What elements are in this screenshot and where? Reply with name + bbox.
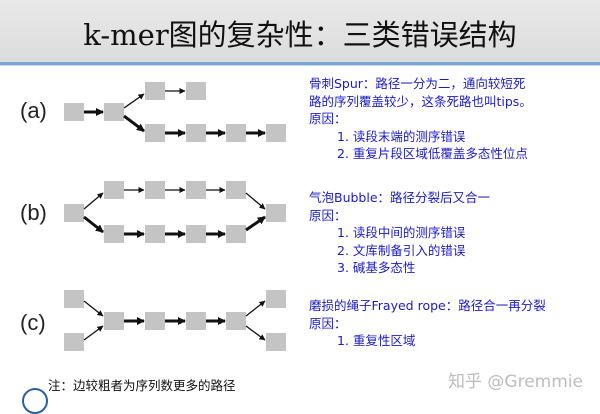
bubble-reason-1: 1. 读段中间的测序错误: [337, 225, 466, 240]
edge: [123, 93, 145, 109]
node: [266, 333, 286, 351]
bubble-reason-3: 3. 碱基多态性: [337, 260, 416, 275]
title-divider-light: [0, 65, 600, 66]
bubble-title: 气泡Bubble：路径分裂后又合一: [309, 190, 491, 205]
spur-graph: [64, 82, 286, 142]
spur-reason-label: 原因：: [309, 111, 347, 126]
node: [104, 225, 124, 243]
node: [186, 124, 206, 142]
footnote: 注：边较粗者为序列数更多的路径: [48, 378, 236, 393]
node: [145, 225, 165, 243]
watermark: 知乎 @Gremmie: [448, 372, 583, 392]
spur-title: 骨刺Spur：路径一分为二，通向较短死: [309, 76, 526, 91]
frayed-rope-reason-1: 1. 重复性区域: [337, 333, 416, 348]
node: [64, 290, 84, 308]
node: [266, 124, 286, 142]
node: [226, 225, 246, 243]
edge: [83, 215, 104, 234]
bubble-description: 气泡Bubble：路径分裂后又合一 原因： 1. 读段中间的测序错误 2. 文库…: [309, 189, 490, 277]
title-divider: [0, 62, 600, 65]
node: [145, 124, 165, 142]
node: [186, 312, 206, 330]
edge: [245, 192, 266, 210]
frayed-rope-graph: [64, 290, 286, 351]
spur-reason-1: 1. 读段末端的测序错误: [337, 128, 466, 144]
edge: [245, 300, 266, 317]
frayed-rope-reason-label: 原因：: [309, 315, 347, 331]
node: [266, 290, 286, 308]
node: [186, 82, 206, 100]
edge: [83, 192, 104, 210]
node: [186, 181, 206, 199]
kmer-graph-diagram: [64, 82, 286, 351]
edge: [245, 325, 266, 341]
node: [226, 181, 246, 199]
frayed-rope-title: 磨损的绳子Frayed rope：路径合一再分裂: [309, 298, 546, 313]
node: [104, 181, 124, 199]
edge: [83, 325, 104, 341]
panel-label-c: (c): [20, 310, 46, 335]
node: [226, 312, 246, 330]
edge: [123, 114, 145, 133]
bubble-graph: [64, 181, 286, 243]
node: [186, 225, 206, 243]
bubble-reason-label: 原因：: [309, 207, 347, 223]
node: [64, 204, 84, 222]
frayed-rope-description: 磨损的绳子Frayed rope：路径合一再分裂 原因： 1. 重复性区域: [309, 297, 546, 350]
spur-description: 骨刺Spur：路径一分为二，通向较短死 路的序列覆盖较少，这条死路也叫tips。…: [309, 75, 532, 163]
node: [266, 204, 286, 222]
node: [64, 103, 84, 121]
node: [145, 312, 165, 330]
edge: [245, 215, 266, 232]
bubble-reason-2: 2. 文库制备引入的错误: [337, 242, 466, 258]
node: [145, 82, 165, 100]
node: [104, 312, 124, 330]
edge: [83, 300, 104, 317]
title-bar: [0, 0, 600, 62]
page-title: k-mer图的复杂性：三类错误结构: [83, 18, 517, 52]
panel-label-a: (a): [20, 98, 47, 123]
panel-label-b: (b): [20, 200, 47, 225]
node: [64, 333, 84, 351]
logo-icon: [22, 388, 48, 414]
node: [226, 124, 246, 142]
spur-reason-2: 2. 重复片段区域低覆盖多态性位点: [337, 146, 528, 161]
node: [145, 181, 165, 199]
spur-title-cont: 路的序列覆盖较少，这条死路也叫tips。: [309, 93, 532, 109]
node: [104, 103, 124, 121]
